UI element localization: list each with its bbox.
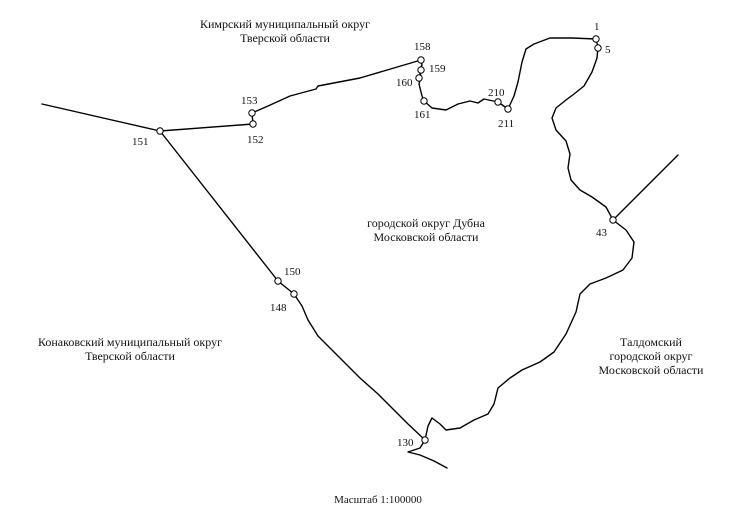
boundary-line-ne <box>612 154 679 221</box>
boundary-line-148-151 <box>159 130 295 295</box>
region-dubna-line-1: городской округ Дубна <box>367 216 486 230</box>
region-konakovo-line-2: Тверской области <box>85 349 175 363</box>
label-point-153: 153 <box>241 95 258 107</box>
node-148 <box>290 290 298 298</box>
label-point-5: 5 <box>605 44 611 56</box>
boundary-lines <box>41 37 679 469</box>
point-labels: 1 5 43 130 148 150 151 152 153 158 159 1… <box>132 21 611 449</box>
node-5 <box>594 44 602 52</box>
boundary-line-river-south <box>424 219 635 441</box>
node-211 <box>504 105 512 113</box>
label-point-161: 161 <box>414 109 431 121</box>
node-150 <box>274 277 282 285</box>
boundary-line-north <box>159 59 422 132</box>
region-konakovo-line-1: Конаковский муниципальный округ <box>38 335 222 349</box>
node-210 <box>494 98 502 106</box>
node-152 <box>249 120 257 128</box>
node-161 <box>420 97 428 105</box>
region-labels: Кимрский муниципальный округ Тверской об… <box>38 17 704 377</box>
region-dubna-line-2: Московской области <box>374 230 479 244</box>
region-taldom-line-1: Талдомский <box>620 335 683 349</box>
boundary-line-211-1 <box>507 37 597 110</box>
label-point-1: 1 <box>594 21 600 33</box>
node-158 <box>417 56 425 64</box>
boundary-line-130-148 <box>293 293 426 441</box>
label-point-130: 130 <box>397 437 414 449</box>
node-43 <box>609 216 617 224</box>
boundary-nodes <box>156 35 617 444</box>
node-160 <box>415 74 423 82</box>
node-1 <box>592 35 600 43</box>
boundary-line-river-east <box>551 38 614 221</box>
boundary-line-south-tail <box>407 439 448 469</box>
node-130 <box>421 436 429 444</box>
node-159 <box>417 66 425 74</box>
region-taldom-line-3: Московской области <box>599 363 704 377</box>
label-point-152: 152 <box>247 134 264 146</box>
label-point-159: 159 <box>429 63 446 75</box>
label-point-151: 151 <box>132 136 149 148</box>
label-point-210: 210 <box>488 87 505 99</box>
region-kimry-line-2: Тверской области <box>240 31 330 45</box>
region-taldom-line-2: городской округ <box>610 349 693 363</box>
scale-label: Масштаб 1:100000 <box>334 494 422 506</box>
node-153 <box>248 109 256 117</box>
node-151 <box>156 127 164 135</box>
label-point-211: 211 <box>498 118 514 130</box>
label-point-158: 158 <box>414 41 431 53</box>
region-kimry-line-1: Кимрский муниципальный округ <box>200 17 370 31</box>
label-point-160: 160 <box>396 77 413 89</box>
label-point-43: 43 <box>596 227 608 239</box>
label-point-150: 150 <box>284 266 301 278</box>
boundary-line-west <box>41 103 161 132</box>
label-point-148: 148 <box>270 302 287 314</box>
